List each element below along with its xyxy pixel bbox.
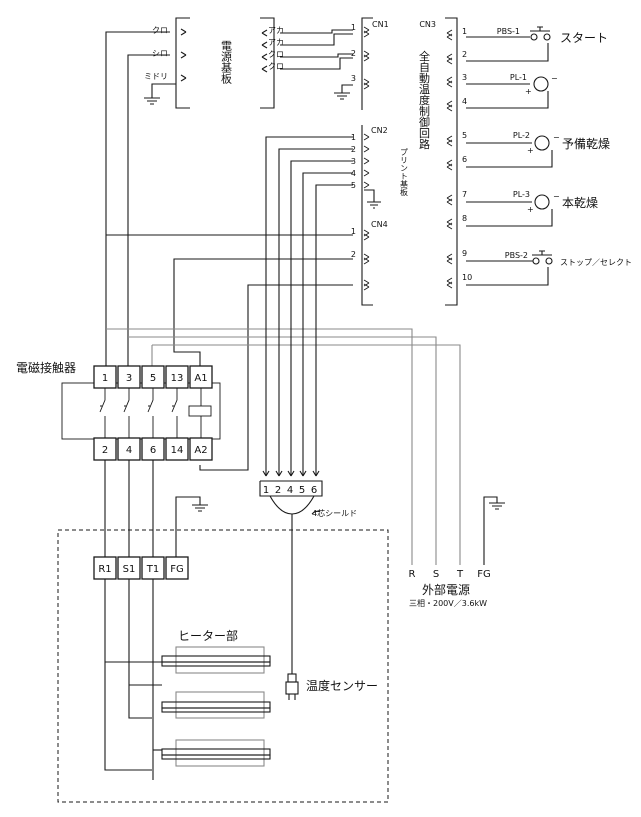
device-pbs1: PBS-1 スタート (497, 26, 608, 45)
cn4-label: CN4 (371, 220, 388, 229)
cn4-pin-2: 2 (351, 250, 356, 259)
connector-cn3: CN3 1 2 3 4 5 6 7 8 9 10 (419, 20, 472, 289)
cn2-pin-5: 5 (351, 181, 356, 190)
pbs1-ref: PBS-1 (497, 27, 520, 36)
contactor-bottom-5: A2 (194, 445, 207, 456)
heater-label: ヒーター部 (178, 628, 238, 643)
device-pl2: PL-2 + − 予備乾燥 (513, 131, 610, 155)
device-pbs2: PBS-2 ストップ／セレクト (505, 250, 632, 267)
ext-terminal-fg: FG (477, 569, 491, 580)
svg-text:−: − (551, 74, 558, 83)
heater-terminal-t1: T1 (146, 564, 159, 575)
temperature-sensor: 温度センサー (285, 673, 378, 700)
power-pin-right-2: アカ (268, 38, 284, 47)
external-power: R S T FG 外部電源 三相・200V／3.6kW (409, 569, 491, 608)
power-pin-left-1: クロ (152, 26, 168, 35)
pbs1-label: スタート (560, 31, 608, 45)
shield-terminal-2: 2 (275, 485, 281, 496)
shield-terminal-3: 4 (287, 485, 293, 496)
power-pin-right-4: クロ (268, 62, 284, 71)
cn2-pin-4: 4 (351, 169, 356, 178)
cn3-pin-1: 1 (462, 27, 467, 36)
sensor-label: 温度センサー (306, 678, 378, 693)
cn3-pin-7: 7 (462, 190, 467, 199)
contactor-bottom-2: 4 (126, 445, 132, 456)
contactor: 電磁接触器 1 3 5 13 A1 2 4 6 14 A2 (16, 360, 221, 461)
shield-terminal-5: 6 (311, 485, 317, 496)
ext-terminal-r: R (409, 569, 416, 580)
svg-text:−: − (553, 192, 560, 201)
ext-power-label: 外部電源 (422, 582, 470, 597)
pl3-label: 本乾燥 (562, 196, 598, 210)
power-pin-right-3: クロ (268, 50, 284, 59)
connector-cn1: CN1 1 2 3 (351, 20, 389, 90)
cn3-pin-5: 5 (462, 131, 467, 140)
heater-terminal-r1: R1 (98, 564, 111, 575)
connector-cn4: CN4 1 2 (351, 220, 388, 291)
svg-text:+: + (527, 205, 534, 214)
cn2-pin-1: 1 (351, 133, 356, 142)
ext-terminal-t: T (456, 569, 464, 580)
cn3-pin-3: 3 (462, 73, 467, 82)
pl2-ref: PL-2 (513, 131, 530, 140)
cn2-pin-2: 2 (351, 145, 356, 154)
power-pin-right-1: アカ (268, 26, 284, 35)
heater-element-1 (161, 655, 271, 667)
cn1-pin-3: 3 (351, 74, 356, 83)
connector-cn2: CN2 1 2 3 4 5 (351, 126, 388, 209)
cn3-pin-10: 10 (462, 273, 472, 282)
shield-cable-label: 4芯シールド (312, 508, 357, 518)
cn3-pin-9: 9 (462, 249, 467, 258)
cn2-pin-3: 3 (351, 157, 356, 166)
contactor-top-5: A1 (194, 373, 207, 384)
heater-terminal-fg: FG (170, 564, 184, 575)
contactor-label: 電磁接触器 (16, 360, 76, 375)
svg-text:−: − (553, 133, 560, 142)
shield-terminal-4: 5 (299, 485, 305, 496)
contactor-top-4: 13 (171, 373, 184, 384)
control-board: 全自動温度制御回路 プリント基板 (361, 17, 458, 306)
pbs2-label: ストップ／セレクト (560, 258, 632, 267)
cn1-pin-1: 1 (351, 23, 356, 32)
svg-text:+: + (525, 87, 532, 96)
cn4-pin-1: 1 (351, 227, 356, 236)
contactor-top-1: 1 (102, 373, 108, 384)
svg-text:+: + (527, 146, 534, 155)
cn2-label: CN2 (371, 126, 388, 135)
contactor-bottom-1: 2 (102, 445, 108, 456)
cn3-label: CN3 (419, 20, 436, 29)
ext-terminal-s: S (433, 569, 439, 580)
pl2-label: 予備乾燥 (562, 136, 610, 151)
control-board-label: 全自動温度制御回路 (418, 49, 431, 150)
cn3-pin-4: 4 (462, 97, 467, 106)
shield-terminal-1: 1 (263, 485, 269, 496)
power-board: 電源基板 クロ シロ ミドリ アカ アカ クロ クロ (144, 17, 284, 109)
cn3-pin-2: 2 (462, 50, 467, 59)
pl3-ref: PL-3 (513, 190, 530, 199)
shield-cable: 1 2 4 5 6 4芯シールド (259, 136, 357, 674)
pl1-ref: PL-1 (510, 73, 527, 82)
pbs2-ref: PBS-2 (505, 251, 528, 260)
heater-unit: R1 S1 T1 FG ヒーター部 (57, 529, 389, 803)
contactor-bottom-3: 6 (150, 445, 156, 456)
contactor-bottom-4: 14 (171, 445, 184, 456)
cn3-pin-6: 6 (462, 155, 467, 164)
device-pl1: PL-1 + − (510, 73, 558, 96)
heater-terminal-s1: S1 (123, 564, 136, 575)
device-pl3: PL-3 + − 本乾燥 (513, 190, 598, 214)
contactor-top-2: 3 (126, 373, 132, 384)
power-pin-left-2: シロ (152, 49, 168, 58)
contactor-top-3: 5 (150, 373, 156, 384)
heater-element-2 (161, 701, 271, 713)
power-pin-left-3: ミドリ (144, 72, 168, 81)
cn1-pin-2: 2 (351, 49, 356, 58)
power-board-label: 電源基板 (220, 40, 233, 85)
control-board-sublabel: プリント基板 (400, 148, 409, 197)
ext-power-spec: 三相・200V／3.6kW (409, 598, 487, 608)
cn3-pin-8: 8 (462, 214, 467, 223)
cn1-label: CN1 (372, 20, 389, 29)
heater-element-3 (161, 748, 271, 760)
